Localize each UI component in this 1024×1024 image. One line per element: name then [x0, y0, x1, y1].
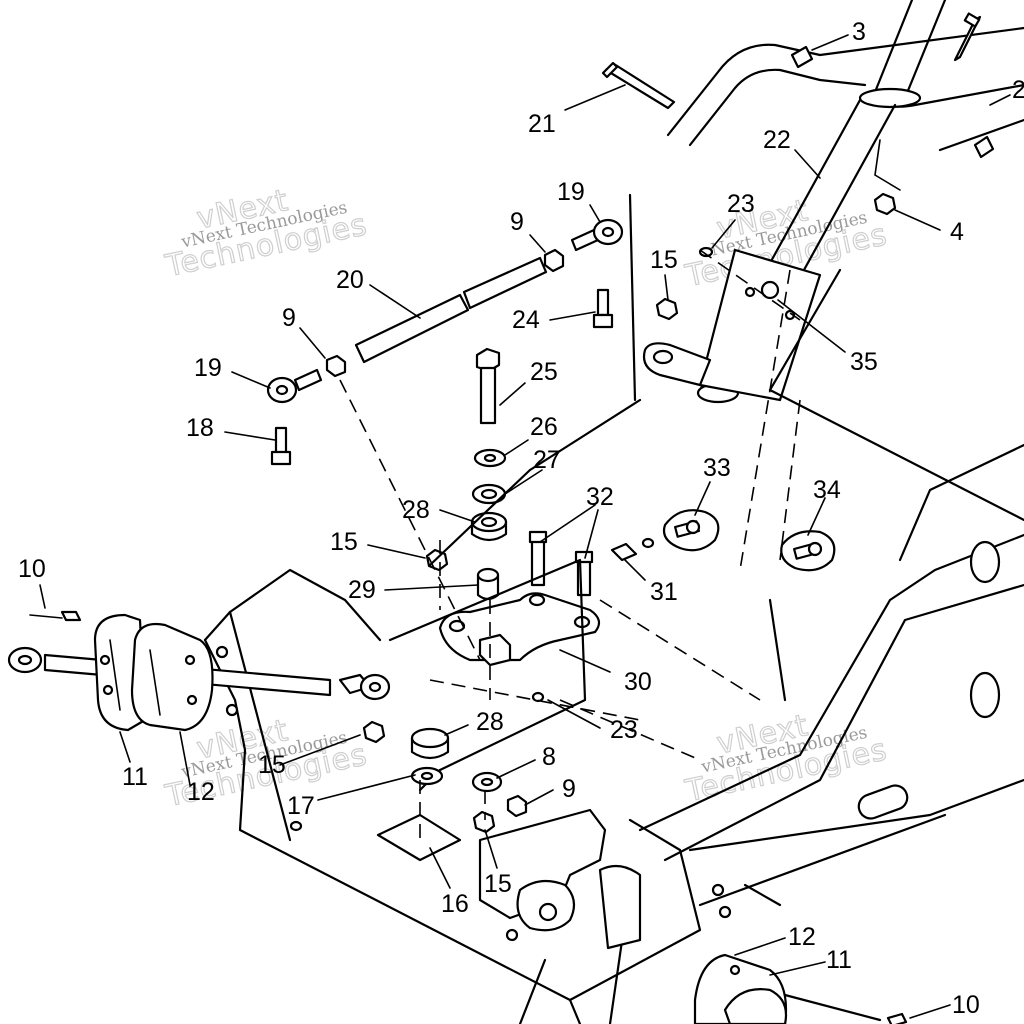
- callout-18: 18: [186, 414, 214, 442]
- gearbox-lower: [478, 808, 607, 942]
- callout-19-upper: 19: [557, 178, 585, 206]
- callout-22: 22: [763, 126, 791, 154]
- callout-15-upper: 15: [650, 246, 678, 274]
- callout-23-lower: 23: [610, 716, 638, 744]
- nut-9-lower: [506, 794, 528, 818]
- callout-9-upper: 9: [510, 208, 524, 236]
- washer-26: [473, 448, 507, 468]
- bolt-10-left: [29, 610, 82, 622]
- callout-3: 3: [852, 18, 866, 46]
- spacer-29: [476, 567, 500, 601]
- bolt-21: [601, 61, 676, 110]
- nut-15-upper: [655, 297, 679, 321]
- callout-11-right: 11: [826, 946, 852, 974]
- callout-30: 30: [624, 668, 652, 696]
- jam-nut-9-lower: [325, 354, 347, 378]
- callout-15-mid: 15: [330, 528, 358, 556]
- callout-27: 27: [533, 446, 561, 474]
- washer-8: [471, 771, 503, 793]
- callout-10-right: 10: [952, 991, 980, 1019]
- callout-4: 4: [950, 218, 964, 246]
- nut-15-lower: [472, 810, 496, 834]
- callout-9-lower: 9: [562, 775, 576, 803]
- jam-nut-9-upper: [543, 248, 565, 273]
- callout-16: 16: [441, 890, 469, 918]
- washer-27: [471, 483, 507, 505]
- callout-12-left: 12: [187, 778, 215, 806]
- frame: [203, 193, 1024, 1024]
- bolt-18: [270, 426, 292, 466]
- callout-15-lower: 15: [484, 870, 512, 898]
- bolts-32: [528, 530, 594, 597]
- nut-15-lower-left: [362, 720, 386, 744]
- callout-32: 32: [586, 483, 614, 511]
- callouts: 3 2 4 21 22 19 23 9 20 15 24 35 9 19 25 …: [18, 18, 1024, 1019]
- callout-29: 29: [348, 576, 376, 604]
- callout-21: 21: [528, 110, 556, 138]
- callout-8: 8: [542, 743, 556, 771]
- tie-rod-20: [354, 256, 548, 364]
- mount-34: [780, 530, 836, 572]
- bushing-28-lower: [410, 727, 450, 760]
- callout-2: 2: [1012, 76, 1024, 104]
- callout-33: 33: [703, 454, 731, 482]
- tie-rod-end-19-upper: [570, 218, 624, 252]
- bushing-28-upper: [470, 511, 508, 542]
- nut-4: [873, 192, 897, 216]
- callout-20: 20: [336, 266, 364, 294]
- handlebar: [666, 26, 1024, 159]
- bolt-25: [475, 347, 501, 425]
- callout-19-left: 19: [194, 354, 222, 382]
- callout-17: 17: [287, 792, 315, 820]
- callout-23-upper: 23: [727, 190, 755, 218]
- bolt-upper-right: [953, 12, 982, 62]
- steering-post-bracket: [642, 248, 822, 402]
- housing-12-left: [130, 622, 214, 732]
- washer-23-upper: [698, 246, 714, 258]
- assembly-lines: [339, 249, 801, 840]
- callout-35: 35: [850, 348, 878, 376]
- nut-31: [610, 537, 655, 562]
- callout-11-left: 11: [122, 763, 148, 791]
- mount-33: [662, 509, 720, 552]
- bolt-10-right: [886, 1012, 908, 1024]
- callout-28-upper: 28: [402, 496, 430, 524]
- callout-25: 25: [530, 358, 558, 386]
- pitman-arm-30: [438, 592, 601, 667]
- callout-9-left: 9: [282, 304, 296, 332]
- callout-34: 34: [813, 476, 841, 504]
- callout-24: 24: [512, 306, 540, 334]
- callout-28-lower: 28: [476, 708, 504, 736]
- callout-26: 26: [530, 413, 558, 441]
- leader-lines: [39, 34, 1011, 1019]
- washer-small-17: [289, 820, 303, 832]
- bolt-24: [592, 288, 614, 329]
- callout-10-left: 10: [18, 555, 46, 583]
- callout-31: 31: [650, 578, 678, 606]
- callout-15-lower-left: 15: [258, 751, 286, 779]
- bellows-11-right: [723, 988, 882, 1024]
- callout-12-right: 12: [788, 923, 816, 951]
- tie-rod-end-19-lower: [266, 368, 323, 404]
- washer-17: [410, 766, 444, 786]
- washer-23-lower: [531, 691, 545, 703]
